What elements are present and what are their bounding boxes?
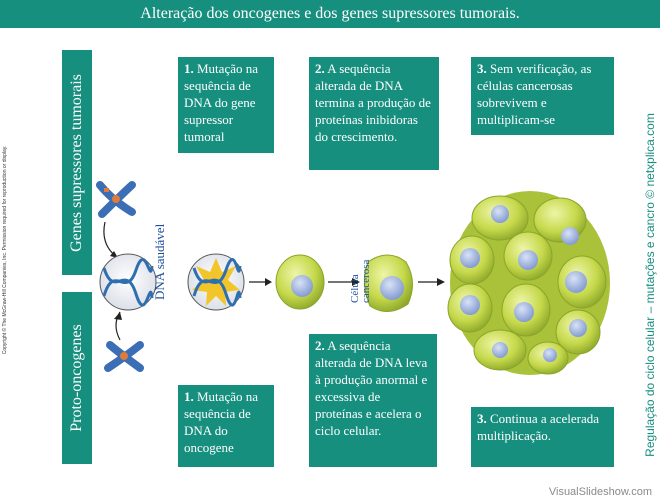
healthy-dna-icon bbox=[99, 253, 157, 311]
arrow-top-to-dna-icon bbox=[103, 221, 119, 259]
step-1-suppressor: 1. Mutação na sequência de DNA do gene s… bbox=[178, 57, 274, 153]
cancer-cell-icon bbox=[364, 254, 413, 312]
step-3-oncogene: 3. Continua a acelerada multiplicação. bbox=[471, 407, 614, 467]
step-2-suppressor: 2. A sequência alterada de DNA termina a… bbox=[309, 57, 439, 170]
chromosome-top-icon bbox=[96, 181, 136, 218]
mutated-dna-icon bbox=[187, 253, 245, 311]
cancer-cluster-icon bbox=[447, 191, 610, 375]
slide-title: Alteração dos oncogenes e dos genes supr… bbox=[140, 5, 520, 22]
right-vertical-caption: Regulação do ciclo celular – mutações e … bbox=[643, 113, 657, 457]
tumor-suppressor-label-box: Genes supressores tumorais bbox=[62, 50, 92, 275]
title-bar: Alteração dos oncogenes e dos genes supr… bbox=[0, 0, 660, 28]
dna-healthy-label: DNA saudável bbox=[152, 223, 167, 300]
step-3-suppressor: 3. Sem verificação, as células cancerosa… bbox=[471, 57, 614, 135]
chromosome-bottom-icon bbox=[104, 341, 144, 372]
first-cell-icon bbox=[275, 254, 325, 310]
cancer-cell-label: Célula cancerosa bbox=[349, 259, 372, 303]
step-1-oncogene: 1. Mutação na sequência de DNA do oncoge… bbox=[178, 385, 274, 467]
proto-oncogene-label-box: Proto-oncogenes bbox=[62, 292, 92, 464]
step-2-oncogene: 2. A sequência alterada de DNA leva à pr… bbox=[309, 334, 437, 467]
footer-watermark: VisualSlideshow.com bbox=[548, 486, 652, 498]
